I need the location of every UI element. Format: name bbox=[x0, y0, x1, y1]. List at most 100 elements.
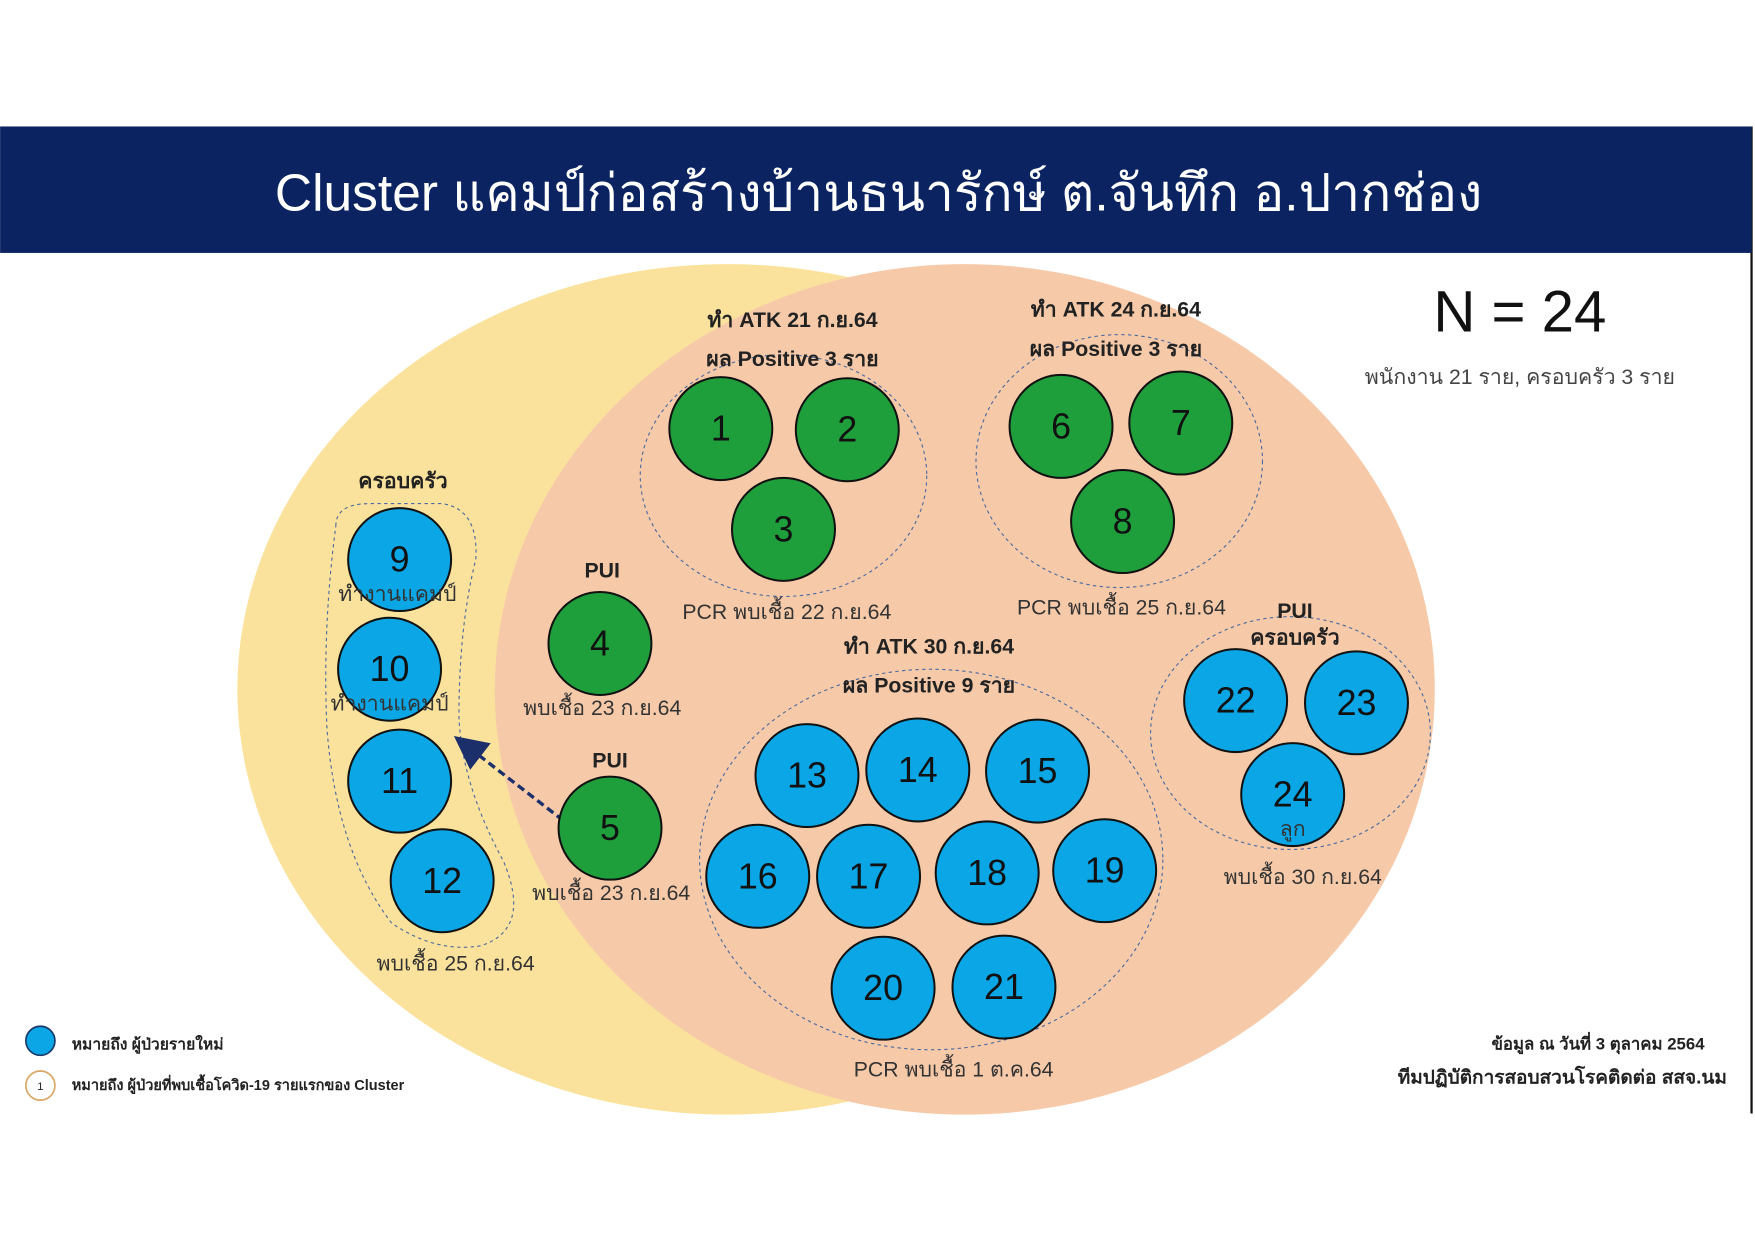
case-circle bbox=[547, 591, 653, 696]
pui4-label: PUI bbox=[584, 558, 619, 582]
case-circle bbox=[754, 723, 860, 829]
group-atk21-outline bbox=[639, 354, 928, 598]
group-family-outline bbox=[325, 503, 515, 948]
case-9-note: ทำงานแคมป์ bbox=[338, 582, 456, 606]
case-number: 2 bbox=[837, 410, 857, 450]
case-1: 1 bbox=[668, 376, 774, 482]
case-20: 20 bbox=[830, 935, 936, 1041]
pui5-label: PUI bbox=[592, 749, 627, 773]
case-number: 19 bbox=[1085, 851, 1125, 891]
case-number: 11 bbox=[381, 761, 418, 801]
case-circle bbox=[731, 476, 836, 582]
case-number: 21 bbox=[984, 967, 1024, 1007]
case-circle bbox=[347, 728, 453, 834]
pui4-footer: พบเชื้อ 23 ก.ย.64 bbox=[523, 692, 681, 720]
case-17: 17 bbox=[816, 823, 922, 929]
case-number: 16 bbox=[738, 856, 778, 896]
atk30-result: ผล Positive 9 ราย bbox=[843, 674, 1015, 698]
case-number: 18 bbox=[967, 853, 1007, 893]
case-number: 24 bbox=[1273, 775, 1313, 815]
case-14: 14 bbox=[865, 717, 971, 823]
atk30-footer: PCR พบเชื้อ 1 ต.ค.64 bbox=[854, 1054, 1054, 1082]
case-number: 22 bbox=[1216, 681, 1256, 721]
case-number: 13 bbox=[787, 756, 827, 796]
title-bar bbox=[0, 126, 1752, 253]
legend-first-case-icon bbox=[25, 1070, 56, 1101]
case-number: 14 bbox=[898, 750, 938, 790]
case-circle bbox=[951, 934, 1057, 1040]
legend-first-case-label: หมายถึง ผู้ป่วยที่พบเชื้อโควิด-19 รายแรก… bbox=[72, 1074, 405, 1094]
case-2: 2 bbox=[794, 377, 900, 483]
case-circle bbox=[705, 823, 811, 929]
case-5: 5 bbox=[557, 775, 663, 881]
case-13: 13 bbox=[754, 723, 860, 829]
team-credit: ทีมปฏิบัติการสอบสวนโรคติดต่อ สสจ.นม bbox=[1398, 1065, 1727, 1088]
pui-family-label: PUI bbox=[1277, 599, 1312, 623]
case-circle bbox=[1128, 370, 1234, 476]
case-number: 4 bbox=[590, 624, 610, 664]
atk24-label: ทำ ATK 24 ก.ย.64 bbox=[1031, 298, 1201, 322]
case-number: 8 bbox=[1113, 502, 1133, 542]
legend-new-case-icon bbox=[25, 1025, 56, 1057]
case-circle bbox=[1183, 648, 1289, 754]
total-breakdown: พนักงาน 21 ราย, ครอบครัว 3 ราย bbox=[1365, 365, 1675, 389]
pui5-footer: พบเชื้อ 23 ก.ย.64 bbox=[532, 877, 690, 905]
case-number: 1 bbox=[711, 409, 731, 449]
pui-family-sublabel: ครอบครัว bbox=[1250, 626, 1339, 650]
pui-family-footer: พบเชื้อ 30 ก.ย.64 bbox=[1224, 861, 1382, 889]
case-10: 10 bbox=[337, 616, 443, 722]
case-12: 12 bbox=[389, 828, 495, 934]
group-atk30-outline bbox=[698, 668, 1164, 1051]
case-circle bbox=[830, 935, 936, 1041]
total-count: N = 24 bbox=[1433, 279, 1606, 344]
legend-first-case-sample: 1 bbox=[37, 1081, 43, 1093]
case-10-note: ทำงานแคมป์ bbox=[330, 692, 448, 716]
case-9: 9 bbox=[347, 507, 453, 613]
case-number: 7 bbox=[1171, 403, 1191, 443]
case-circle bbox=[1052, 818, 1158, 924]
case-number: 5 bbox=[600, 808, 620, 848]
case-number: 23 bbox=[1337, 683, 1377, 723]
atk30-label: ทำ ATK 30 ก.ย.64 bbox=[844, 635, 1014, 659]
case-11: 11 bbox=[347, 728, 453, 834]
case-7: 7 bbox=[1128, 370, 1234, 476]
case-number: 9 bbox=[390, 540, 410, 580]
case-circle bbox=[934, 820, 1040, 926]
case-15: 15 bbox=[985, 718, 1091, 824]
case-number: 3 bbox=[774, 509, 794, 549]
case-circle bbox=[794, 377, 900, 483]
case-3: 3 bbox=[731, 476, 836, 582]
case-number: 17 bbox=[849, 856, 889, 896]
case-circle bbox=[1008, 373, 1114, 479]
case-23: 23 bbox=[1304, 650, 1409, 756]
case-number: 10 bbox=[370, 649, 410, 689]
case-19: 19 bbox=[1052, 818, 1158, 924]
case-circle bbox=[668, 376, 774, 482]
case-circle bbox=[1070, 469, 1176, 575]
case-6: 6 bbox=[1008, 373, 1114, 479]
family-footer: พบเชื้อ 25 ก.ย.64 bbox=[377, 947, 535, 975]
atk21-footer: PCR พบเชื้อ 22 ก.ย.64 bbox=[682, 596, 891, 624]
case-circle bbox=[865, 717, 971, 823]
case-circle bbox=[557, 775, 663, 881]
transmission-arrow bbox=[453, 736, 565, 822]
page-title: Cluster แคมป์ก่อสร้างบ้านธนารักษ์ ต.จันท… bbox=[275, 163, 1482, 221]
case-circle bbox=[1304, 650, 1409, 756]
case-22: 22 bbox=[1183, 648, 1289, 754]
case-circle bbox=[985, 718, 1091, 824]
atk24-result: ผล Positive 3 ราย bbox=[1030, 337, 1202, 361]
case-number: 6 bbox=[1051, 406, 1071, 446]
case-4: 4 bbox=[547, 591, 653, 696]
case-number: 20 bbox=[863, 968, 903, 1008]
case-18: 18 bbox=[934, 820, 1040, 926]
case-16: 16 bbox=[705, 823, 811, 929]
case-number: 15 bbox=[1018, 751, 1058, 791]
case-24-note: ลูก bbox=[1280, 817, 1306, 842]
case-circle bbox=[337, 616, 443, 722]
case-24: 24 bbox=[1240, 742, 1346, 848]
case-circle bbox=[816, 823, 922, 929]
legend-new-case-label: หมายถึง ผู้ป่วยรายใหม่ bbox=[72, 1035, 224, 1056]
family-label: ครอบครัว bbox=[358, 469, 447, 493]
